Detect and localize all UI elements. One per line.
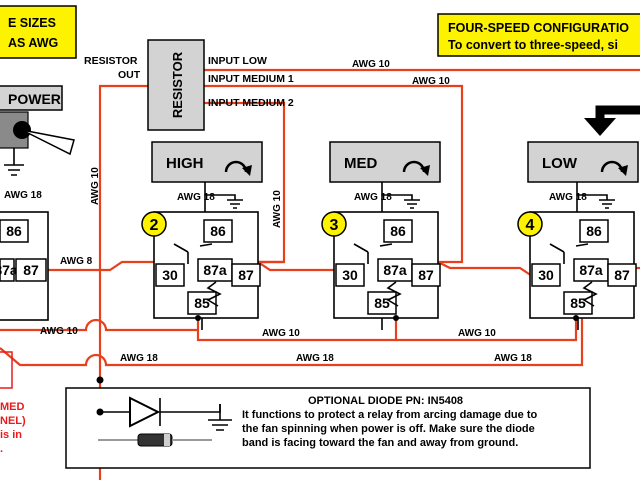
control-box-4	[527, 141, 639, 183]
relay-2-awg18-label: AWG 18	[177, 192, 215, 203]
relay-3-awg18-label: AWG 18	[354, 192, 392, 203]
control-label-3: MED	[344, 155, 378, 172]
awg-label-right-18: AWG 18	[494, 353, 532, 364]
relay-group-2: HIGH AWG 18 2 86 30 87a 87 85	[141, 141, 263, 330]
resistor-out-label-2: OUT	[118, 69, 141, 81]
low-arrow-icon	[584, 105, 640, 136]
relay-group-3: MED AWG 18 3 86 30 87a 87 85	[321, 141, 441, 330]
relay-4-awg18-label: AWG 18	[549, 192, 587, 203]
relay-2-pin-86: 86	[210, 223, 226, 239]
relay-2-pin-87: 87	[238, 267, 254, 283]
power-switch: POWER	[0, 85, 75, 176]
relay-3-pin-86: 86	[390, 223, 406, 239]
diode-line-3: band is facing toward the fan and away f…	[242, 437, 518, 449]
relay-3-pin-30: 30	[342, 267, 358, 283]
awg-label-power-18: AWG 18	[4, 190, 42, 201]
relay-1-pin-86: 86	[6, 223, 22, 239]
power-label: POWER	[8, 91, 61, 107]
control-box-2	[151, 141, 263, 183]
relay-2-pin-30: 30	[162, 267, 178, 283]
relays-group: HIGH AWG 18 2 86 30 87a 87 85 MED AWG 18 3 86 30 87a 8…	[141, 141, 639, 330]
input-medium-2-label: INPUT MEDIUM 2	[208, 97, 294, 109]
input-medium-1-label: INPUT MEDIUM 1	[208, 73, 294, 85]
relay-2-pin-85: 85	[194, 295, 210, 311]
awg-label-left-10: AWG 10	[40, 326, 78, 337]
relay-4-pin-87a: 87a	[579, 262, 603, 278]
awg-label-right-10: AWG 10	[458, 328, 496, 339]
control-label-2: HIGH	[166, 155, 204, 172]
junction-dots	[96, 315, 579, 416]
relay-badge-4	[517, 211, 543, 237]
left-warning-note: MED NEL) is in .	[0, 351, 26, 455]
power-wires	[0, 68, 640, 480]
config-note-subtitle: To convert to three-speed, si	[448, 38, 618, 52]
awg-label-top-2: AWG 10	[412, 76, 450, 87]
left-note-line-2: NEL)	[0, 415, 26, 427]
wire-sizes-note: E SIZES AS AWG	[0, 5, 77, 59]
config-note-title: FOUR-SPEED CONFIGURATIO	[448, 21, 629, 35]
relay-1-pin-87a: 87a	[0, 262, 18, 278]
relay-badge-3	[321, 211, 347, 237]
relay-4-pin-87: 87	[614, 267, 630, 283]
resistor-label: RESISTOR	[170, 51, 185, 118]
left-note-line-1: MED	[0, 401, 25, 413]
relay-3-pin-85: 85	[374, 295, 390, 311]
fan-rotation-icon	[600, 160, 628, 176]
input-low-label: INPUT LOW	[208, 55, 267, 67]
awg-label-8: AWG 8	[60, 256, 93, 267]
diode-line-2: the fan spinning when power is off. Make…	[242, 423, 535, 435]
awg-label-vertical-2: AWG 10	[272, 190, 283, 228]
diode-line-1: It functions to protect a relay from arc…	[242, 409, 537, 421]
awg-label-mid-18: AWG 18	[296, 353, 334, 364]
relay-1-pin-87: 87	[23, 262, 39, 278]
wire-sizes-line-1: E SIZES	[8, 16, 56, 30]
relay-badge-number-3: 3	[330, 217, 339, 234]
resistor-out-label-1: RESISTOR	[84, 55, 138, 67]
relay-2-pin-87a: 87a	[203, 262, 227, 278]
relay-3-pin-87a: 87a	[383, 262, 407, 278]
relay-badge-number-2: 2	[150, 217, 159, 234]
relay-badge-number-4: 4	[526, 217, 535, 234]
left-note-line-4: .	[0, 443, 3, 455]
awg-label-left-18: AWG 18	[120, 353, 158, 364]
relay-3-pin-87: 87	[418, 267, 434, 283]
diode-note-box: OPTIONAL DIODE PN: IN5408 It functions t…	[65, 387, 591, 469]
wire-sizes-line-2: AS AWG	[8, 36, 58, 50]
control-box-3	[329, 141, 441, 183]
relay-4-pin-86: 86	[586, 223, 602, 239]
diode-title: OPTIONAL DIODE PN: IN5408	[308, 395, 463, 407]
relay-group-4: LOW AWG 18 4 86 30 87a 87 85	[517, 141, 639, 330]
relay-4-pin-30: 30	[538, 267, 554, 283]
awg-label-top-1: AWG 10	[352, 59, 390, 70]
relay-badge-2	[141, 211, 167, 237]
resistor: RESISTOR RESISTOR OUT	[84, 39, 205, 131]
awg-label-vertical-1: AWG 10	[90, 167, 101, 205]
control-label-4: LOW	[542, 155, 578, 172]
config-note: FOUR-SPEED CONFIGURATIO To convert to th…	[437, 13, 640, 57]
relay-4-pin-85: 85	[570, 295, 586, 311]
relay-1-partial: 86 87a 87	[0, 211, 49, 321]
fan-rotation-icon	[402, 160, 430, 176]
left-note-line-3: is in	[0, 429, 22, 441]
fan-rotation-icon	[224, 160, 252, 176]
awg-label-mid-10: AWG 10	[262, 328, 300, 339]
